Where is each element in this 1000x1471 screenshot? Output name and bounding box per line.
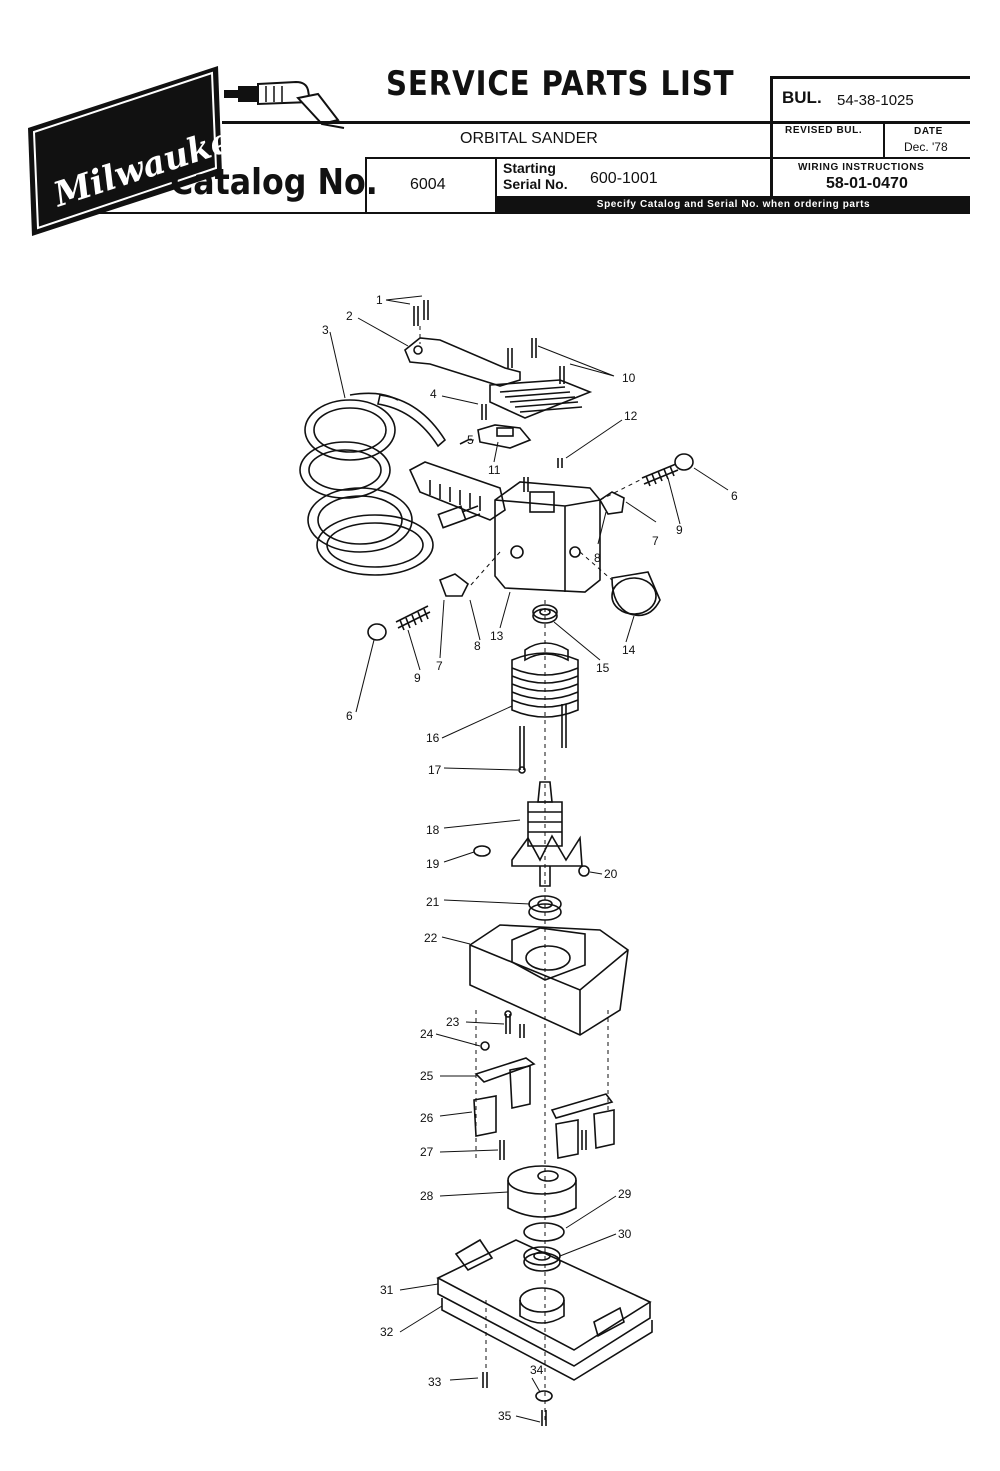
catalog-label: Catalog No. — [170, 162, 378, 203]
bulletin-number: 54-38-1025 — [837, 92, 914, 109]
callout-7b: 7 — [436, 659, 443, 673]
callout-10: 10 — [622, 371, 636, 385]
callout-26: 26 — [420, 1111, 434, 1125]
switch-cover — [489, 379, 593, 419]
callout-19: 19 — [426, 857, 440, 871]
rubber-feet — [473, 1065, 615, 1159]
switch — [477, 424, 532, 449]
brush-assembly-right — [598, 453, 694, 515]
date-label: DATE — [914, 126, 943, 137]
pad-screws — [482, 1372, 553, 1426]
callout-8a: 8 — [594, 551, 601, 565]
date-value: Dec. '78 — [904, 140, 948, 154]
fan-baffle — [611, 571, 661, 617]
bracket — [474, 1057, 536, 1083]
handle — [404, 337, 521, 387]
retaining-ring — [523, 1222, 565, 1242]
callout-35: 35 — [498, 1409, 512, 1423]
callout-33: 33 — [428, 1375, 442, 1389]
callout-27: 27 — [420, 1145, 434, 1159]
bearing-upper — [532, 604, 558, 624]
callout-6a: 6 — [731, 489, 738, 503]
callout-15: 15 — [596, 661, 610, 675]
callout-6b: 6 — [346, 709, 353, 723]
screws-27 — [499, 1130, 587, 1160]
wiring-label: WIRING INSTRUCTIONS — [798, 162, 925, 173]
callout-28: 28 — [420, 1189, 434, 1203]
callout-20: 20 — [604, 867, 618, 881]
callout-4: 4 — [430, 387, 437, 401]
callout-22: 22 — [424, 931, 438, 945]
callout-8b: 8 — [474, 639, 481, 653]
revised-bulletin-label: REVISED BUL. — [785, 125, 863, 136]
counterweight — [507, 1165, 577, 1218]
callout-7a: 7 — [652, 534, 659, 548]
ordering-note: Specify Catalog and Serial No. when orde… — [497, 196, 970, 213]
callout-9b: 9 — [414, 671, 421, 685]
sanding-pad — [436, 1238, 653, 1381]
callout-30: 30 — [618, 1227, 632, 1241]
callout-2: 2 — [346, 309, 353, 323]
callout-21: 21 — [426, 895, 440, 909]
motor-housing — [494, 481, 601, 593]
screws-23-24 — [480, 1010, 525, 1051]
starting-label: Starting — [503, 160, 556, 176]
catalog-number: 6004 — [410, 176, 446, 193]
callout-25: 25 — [420, 1069, 434, 1083]
serial-label: Serial No. — [503, 176, 568, 192]
bearing-30 — [523, 1246, 561, 1272]
bulletin-label: BUL. — [782, 88, 822, 107]
callout-23: 23 — [446, 1015, 460, 1029]
milwaukee-logo: Milwaukee — [28, 66, 257, 236]
callout-3: 3 — [322, 323, 329, 337]
lower-housing — [469, 924, 629, 1036]
callout-11: 11 — [488, 463, 501, 477]
callout-18: 18 — [426, 823, 440, 837]
product-name: ORBITAL SANDER — [460, 130, 598, 147]
wiring-number: 58-01-0470 — [826, 175, 908, 192]
field-screws — [518, 704, 567, 774]
callout-9a: 9 — [676, 523, 683, 537]
screws-top — [413, 300, 565, 492]
callout-17: 17 — [428, 763, 442, 777]
callout-1: 1 — [376, 293, 383, 307]
serial-number: 600-1001 — [590, 170, 658, 187]
callout-34: 34 — [530, 1363, 544, 1377]
page-title: SERVICE PARTS LIST — [386, 64, 735, 104]
handle-side — [408, 461, 506, 521]
callout-5: 5 — [467, 433, 474, 447]
callout-31: 31 — [380, 1283, 394, 1297]
callout-12: 12 — [624, 409, 638, 423]
callout-29: 29 — [618, 1187, 632, 1201]
callout-14: 14 — [622, 643, 636, 657]
callout-13: 13 — [490, 629, 504, 643]
brush-assembly-left — [367, 573, 470, 641]
drill-icon — [224, 80, 345, 129]
spacer — [473, 845, 491, 857]
key — [578, 865, 590, 877]
exploded-parts-diagram: 1 2 3 4 5 6 6 7 7 8 8 9 9 10 11 12 13 14… — [299, 293, 738, 1426]
callout-16: 16 — [426, 731, 440, 745]
armature — [511, 781, 583, 887]
power-cord — [299, 392, 481, 576]
callout-32: 32 — [380, 1325, 394, 1339]
callout-24: 24 — [420, 1027, 434, 1041]
